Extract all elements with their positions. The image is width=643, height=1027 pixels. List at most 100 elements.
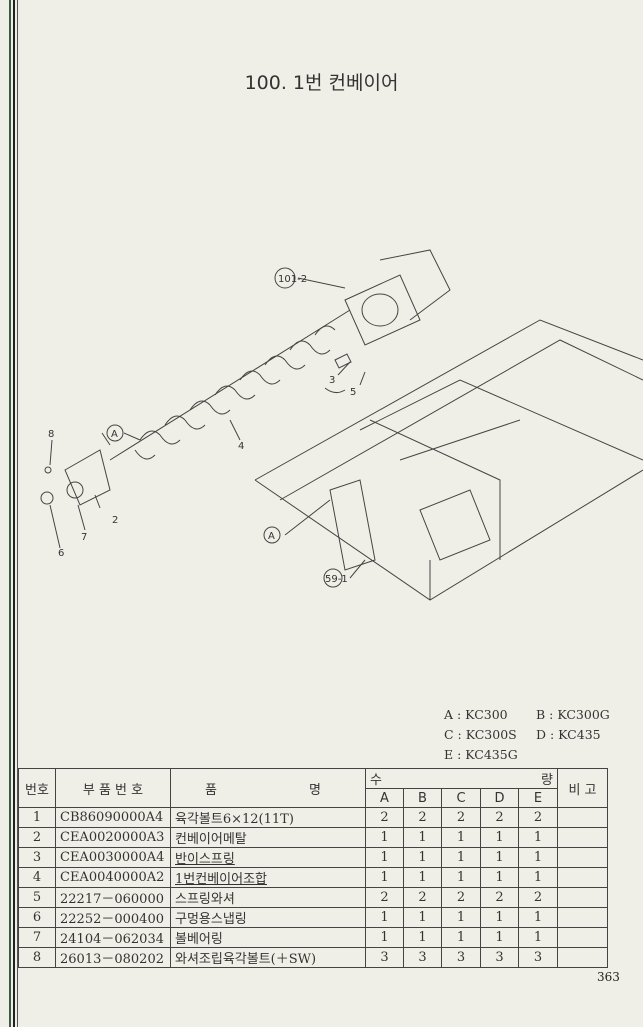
callout-a: A [111,429,118,440]
callout-a: A [268,531,275,542]
header-model: C [441,788,481,808]
cell-remark [557,887,608,908]
cell-qty: 3 [518,947,558,968]
cell-qty: 1 [480,867,519,888]
header-model: B [403,788,442,808]
cell-qty: 2 [441,887,481,908]
cell-name: 1번컨베이어조합 [170,867,366,888]
legend-item: D : KC435 [536,727,601,742]
cell-qty: 1 [441,907,481,928]
cell-remark [557,827,608,848]
cell-qty: 1 [365,907,404,928]
page-edge-line [17,0,18,1027]
cell-qty: 1 [403,927,442,948]
cell-qty: 2 [518,807,558,828]
cell-name: 구멍용스냅링 [170,907,366,928]
cell-part-no: 24104－062034 [55,927,171,948]
cell-no: 5 [18,887,56,908]
page-edge-line [9,0,11,1027]
header-no: 번호 [18,768,56,808]
cell-qty: 1 [480,847,519,868]
callout-101-2: 101-2 [278,274,307,285]
legend-item: A : KC300 [444,707,508,722]
cell-name: 와셔조립육각볼트(＋SW) [170,947,366,968]
callout-59-1: 59-1 [325,574,348,585]
cell-qty: 1 [441,847,481,868]
cell-remark [557,847,608,868]
exploded-parts-diagram: 101-2 3 5 4 8 A 2 7 6 A 59-1 [40,249,643,601]
header-qty-right: 량 [541,773,553,788]
table-header-row: A B C D E [19,788,608,808]
cell-qty: 1 [480,907,519,928]
cell-qty: 3 [403,947,442,968]
cell-qty: 2 [365,807,404,828]
callout-6: 6 [58,548,64,559]
page-title: 100. 1번 컨베이어 [244,72,399,94]
cell-qty: 3 [441,947,481,968]
cell-part-no: CEA0020000A3 [55,827,171,848]
cell-qty: 1 [518,927,558,948]
cell-qty: 1 [365,827,404,848]
cell-name: 육각볼트6×12(11T) [170,807,366,828]
cell-remark [557,807,608,828]
cell-qty: 2 [480,807,519,828]
cell-no: 3 [18,847,56,868]
cell-qty: 1 [518,867,558,888]
page-edge-line [13,0,15,1027]
cell-qty: 1 [480,927,519,948]
cell-qty: 1 [403,847,442,868]
cell-no: 7 [18,927,56,948]
cell-qty: 1 [480,827,519,848]
cell-no: 6 [18,907,56,928]
callout-4: 4 [238,441,244,452]
cell-qty: 1 [518,827,558,848]
cell-name: 볼베어링 [170,927,366,948]
cell-remark [557,927,608,948]
cell-remark [557,907,608,928]
callout-2: 2 [112,515,118,526]
cell-qty: 2 [441,807,481,828]
cell-qty: 3 [365,947,404,968]
cell-qty: 1 [365,847,404,868]
cell-qty: 1 [365,867,404,888]
cell-part-no: 22252－000400 [55,907,171,928]
cell-name: 컨베이어메탈 [170,827,366,848]
cell-qty: 1 [403,907,442,928]
legend-item: C : KC300S [444,727,517,742]
cell-name: 반이스프링 [170,847,366,868]
cell-qty: 1 [441,827,481,848]
cell-qty: 1 [518,907,558,928]
header-model: E [518,788,558,808]
callout-8: 8 [48,429,54,440]
cell-name: 스프링와셔 [170,887,366,908]
header-name-right: 명 [309,782,321,798]
cell-qty: 1 [403,867,442,888]
cell-qty: 1 [403,827,442,848]
cell-no: 2 [18,827,56,848]
cell-qty: 2 [403,807,442,828]
cell-part-no: 22217－060000 [55,887,171,908]
cell-part-no: CEA0040000A2 [55,867,171,888]
cell-qty: 1 [441,867,481,888]
legend-item: B : KC300G [536,707,610,722]
header-part-no: 부 품 번 호 [55,768,171,808]
cell-qty: 2 [403,887,442,908]
cell-qty: 2 [480,887,519,908]
cell-no: 8 [18,947,56,968]
callout-3: 3 [329,375,335,386]
cell-remark [557,867,608,888]
